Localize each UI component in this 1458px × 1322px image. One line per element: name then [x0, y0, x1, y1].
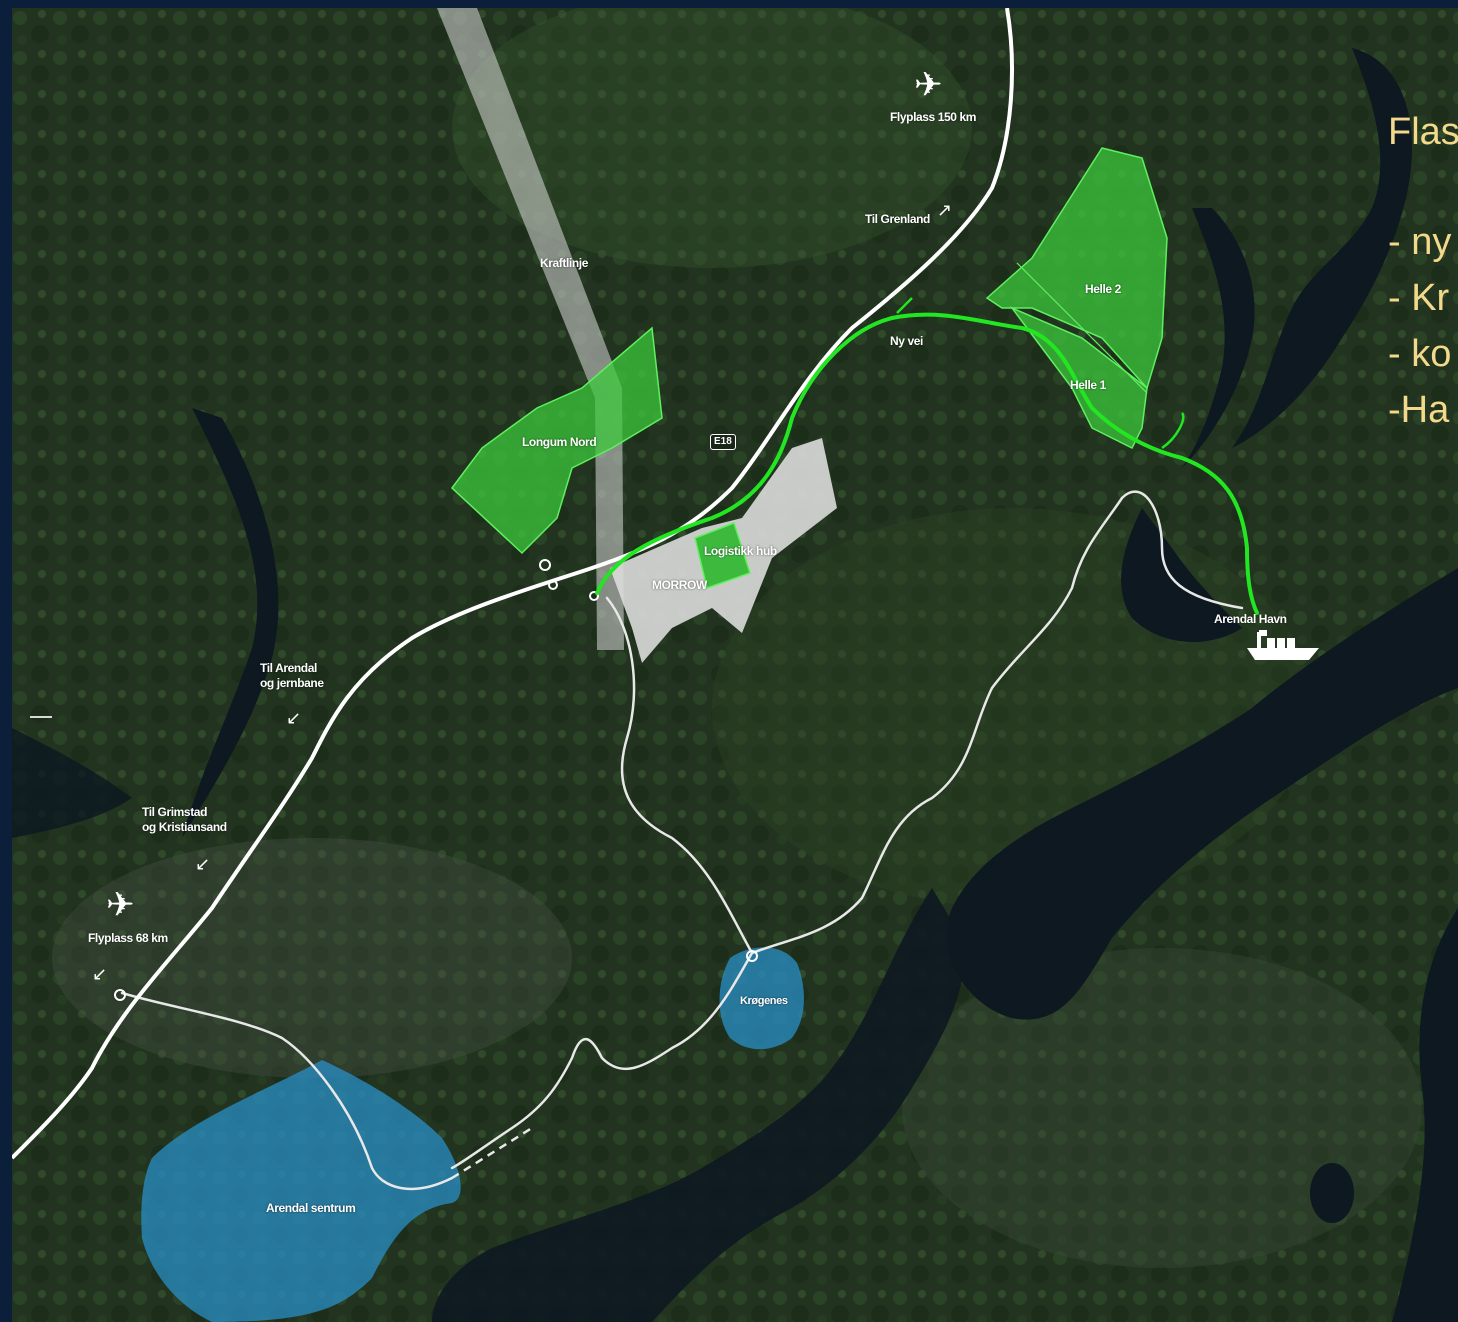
label-arendal-sentrum: Arendal sentrum — [266, 1201, 356, 1215]
label-helle1: Helle 1 — [1070, 378, 1106, 392]
label-longum-nord: Longum Nord — [522, 435, 597, 449]
airplane-icon: ✈ — [106, 885, 135, 925]
side-text-line: - ny — [1388, 221, 1452, 263]
arrow-southwest-icon: ↙ — [195, 854, 211, 875]
satellite-map[interactable]: ✈ ✈ ↗ ↙ ↙ ↙ Flyplass 150 km Til Grenland… — [12, 8, 1458, 1322]
side-text-line: -Ha — [1388, 389, 1450, 431]
arrow-southwest-icon: ↙ — [92, 964, 108, 985]
label-til-grimstad: Til Grimstad og Kristiansand — [142, 805, 227, 835]
label-krogenes: Krøgenes — [740, 995, 788, 1007]
label-morrow: MORROW — [652, 578, 707, 592]
green-development-zones — [450, 147, 1168, 589]
label-til-arendal-line1: Til Arendal — [260, 661, 317, 675]
label-logistikk-hub: Logistikk hub — [704, 544, 777, 558]
map-graphics — [12, 8, 1458, 1322]
label-til-grenland: Til Grenland — [865, 212, 930, 226]
side-text: Flas - ny - Kr - ko -Ha — [1388, 104, 1458, 438]
side-text-title: Flas — [1388, 111, 1458, 153]
side-text-line: - Kr — [1388, 277, 1450, 319]
label-airport-south: Flyplass 68 km — [88, 931, 168, 945]
helle2-zone — [985, 147, 1168, 390]
label-ny-vei: Ny vei — [890, 334, 923, 348]
fjord-water — [12, 48, 1458, 1322]
helle1-zone — [1009, 306, 1148, 450]
side-text-line: - ko — [1388, 333, 1452, 375]
label-kraftlinje: Kraftlinje — [540, 256, 589, 270]
arrow-southwest-icon: ↙ — [286, 708, 302, 729]
ship-icon — [1247, 630, 1319, 660]
e18-road — [12, 8, 1014, 1160]
label-helle2: Helle 2 — [1085, 282, 1121, 296]
secondary-roads — [120, 490, 1244, 1191]
label-arendal-havn: Arendal Havn — [1214, 612, 1287, 626]
arendal-sentrum-zone — [141, 1060, 461, 1322]
longum-nord-zone — [450, 326, 663, 555]
label-til-grimstad-line2: og Kristiansand — [142, 820, 227, 834]
label-til-grimstad-line1: Til Grimstad — [142, 805, 207, 819]
ny-vei-road — [595, 312, 1259, 615]
kraftlinje-corridor — [437, 8, 624, 650]
label-airport-north: Flyplass 150 km — [890, 110, 977, 124]
logistikk-zone — [694, 522, 751, 589]
label-til-arendal: Til Arendal og jernbane — [260, 661, 324, 691]
arrow-northeast-icon: ↗ — [937, 200, 953, 221]
slide-dash-mark — [30, 716, 52, 718]
airplane-icon: ✈ — [914, 65, 943, 105]
label-til-arendal-line2: og jernbane — [260, 676, 324, 690]
e18-road-badge: E18 — [710, 434, 736, 450]
